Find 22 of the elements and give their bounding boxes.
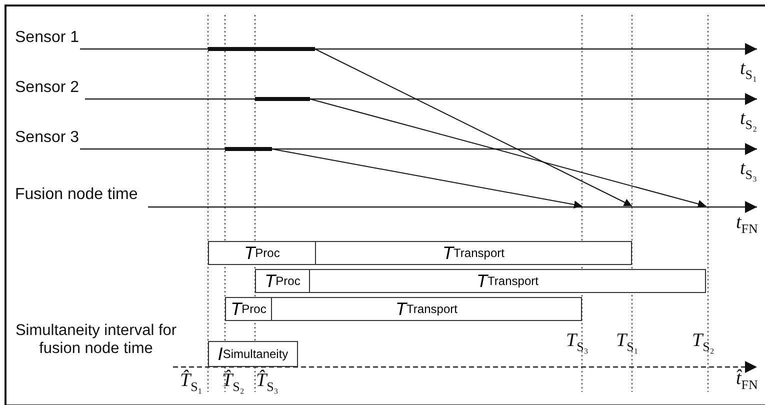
note-text: Simultaneity interval for fusion node time bbox=[14, 322, 178, 358]
processing-bar bbox=[208, 47, 315, 51]
time-mark-label: T$_{S₁}$ bbox=[616, 332, 638, 356]
time-mark-label: T$_{S₃}$ bbox=[566, 332, 588, 356]
arrow bbox=[272, 148, 582, 208]
arrow bbox=[314, 48, 632, 206]
time-mark-label: T̂$_{S₂}$ bbox=[222, 372, 244, 396]
axis-symbol: t$_{S₃}$ bbox=[740, 160, 758, 184]
axis-label: Sensor 1 bbox=[15, 29, 80, 47]
axis-label: Sensor 2 bbox=[15, 79, 80, 97]
arrow bbox=[310, 98, 706, 208]
axis-symbol: t$_{FN}$ bbox=[736, 214, 758, 238]
axis-label: Sensor 3 bbox=[15, 129, 80, 147]
processing-bar bbox=[255, 97, 310, 101]
axis-symbol: t̂$_{FN}$ bbox=[736, 370, 758, 394]
time-mark-label: T̂$_{S₃}$ bbox=[256, 372, 278, 396]
time-mark-label: T̂$_{S₁}$ bbox=[180, 372, 202, 396]
processing-bar bbox=[225, 147, 272, 151]
axis-label: Fusion node time bbox=[15, 186, 138, 204]
time-mark-label: T$_{S₂}$ bbox=[692, 332, 714, 356]
axis-symbol: t$_{S₁}$ bbox=[740, 60, 758, 84]
axis-symbol: t$_{S₂}$ bbox=[740, 110, 758, 134]
